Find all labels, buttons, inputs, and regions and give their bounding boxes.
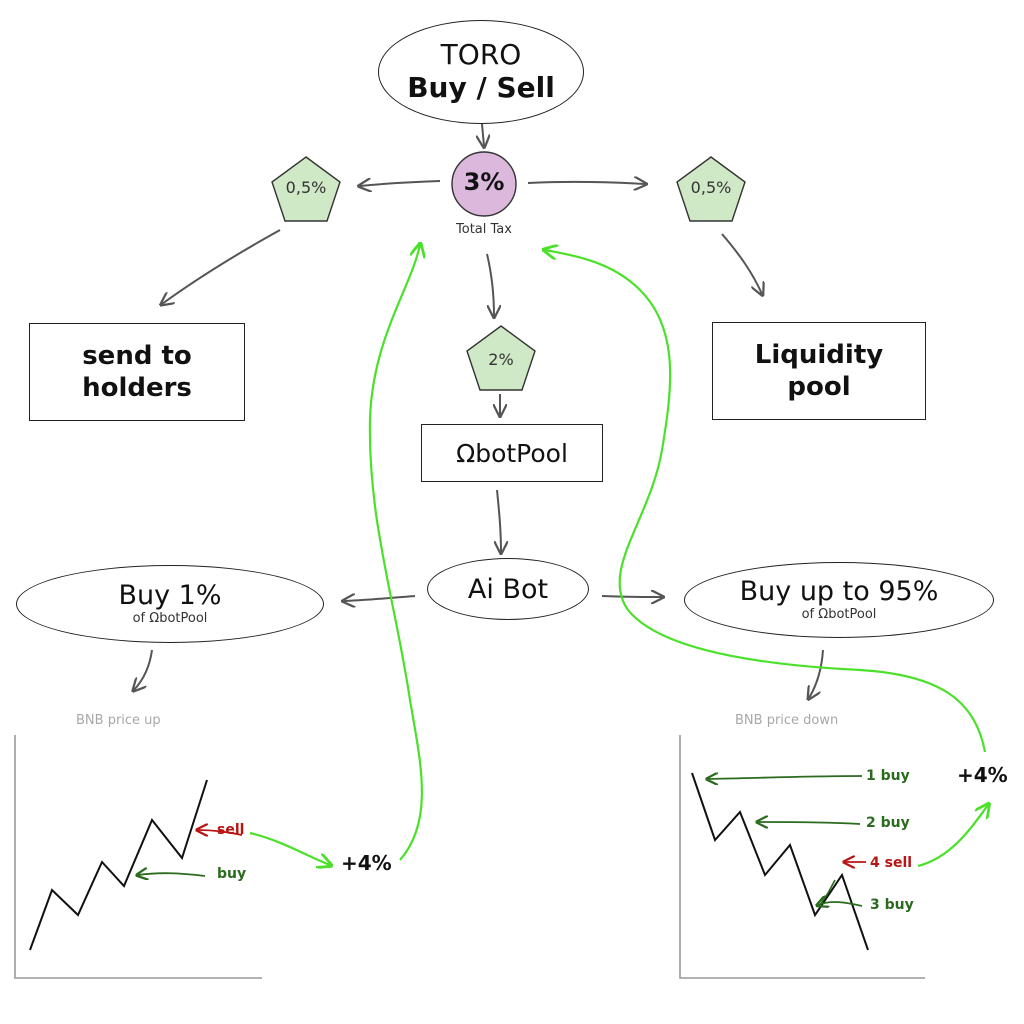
green-arrow-left-profit [249,831,330,865]
right-chart-title: BNB price down [735,713,839,728]
right-chart-buy1: 1 buy [866,768,910,784]
green-arrow-right-up [545,250,987,753]
right-chart-sell4: 4 sell [870,855,913,871]
left-chart-title: BNB price up [76,713,161,728]
botpool-box: ΩbotPool [421,424,603,482]
toro-subtitle: Buy / Sell [407,71,555,104]
botpool-label: ΩbotPool [456,438,568,468]
pentagon-right-label: 0,5% [690,177,732,197]
liquidity-box: Liquidity pool [712,322,926,420]
tax-circle-shape [451,151,517,217]
right-chart-buy3: 3 buy [870,897,914,913]
pentagon-center-label: 2% [488,349,514,369]
holders-box: send to holders [29,323,245,421]
holders-label: send to holders [82,341,192,403]
toro-title: TORO [440,38,522,71]
buy-right-title: Buy up to 95% [739,576,939,607]
left-chart-sell-label: sell [217,822,245,838]
toro-ellipse: TORO Buy / Sell [378,20,584,124]
liquidity-label: Liquidity pool [754,340,884,402]
pentagon-center-shape [466,325,536,391]
buy-left-sub: of ΩbotPool [132,611,208,626]
green-arrow-left-up [368,245,422,861]
pentagon-left-shape [271,156,341,222]
right-chart-buy2: 2 buy [866,815,910,831]
right-chart-profit: +4% [957,763,1008,787]
buy-right-ellipse: Buy up to 95% of ΩbotPool [684,562,994,638]
aibot-ellipse: Ai Bot [427,558,589,620]
pentagon-left-label: 0,5% [285,177,327,197]
buy-left-title: Buy 1% [118,580,222,611]
right-chart-price-line [691,772,869,951]
green-arrow-right-profit [917,805,988,868]
left-chart-buy-label: buy [217,866,247,882]
tax-value: 3% [463,168,505,196]
tax-label: Total Tax [456,222,512,237]
buy-right-sub: of ΩbotPool [801,607,877,622]
left-chart-profit: +4% [341,851,392,875]
left-chart-price-line [29,779,208,951]
pentagon-right-shape [676,156,746,222]
aibot-label: Ai Bot [467,573,549,605]
buy-left-ellipse: Buy 1% of ΩbotPool [16,565,324,643]
